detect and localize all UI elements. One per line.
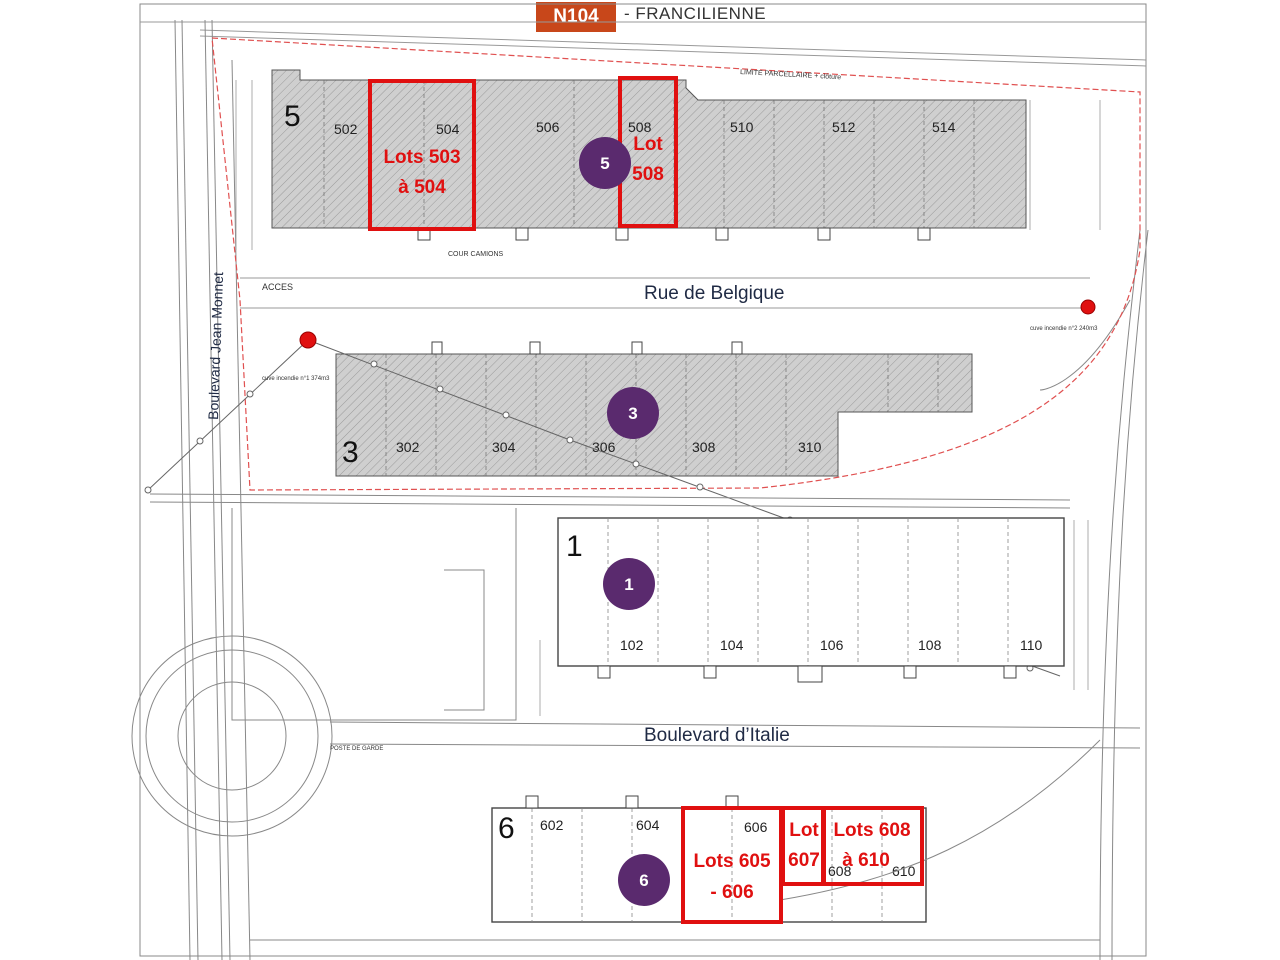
lot-label: 308 <box>692 439 716 455</box>
lot-label: 606 <box>744 819 768 835</box>
highlight-text-line2: à 504 <box>398 177 446 198</box>
lot-label: 306 <box>592 439 616 455</box>
lot-label: 610 <box>892 863 916 879</box>
dock-doors-building-6 <box>525 795 739 809</box>
poste-garde-label: POSTE DE GARDE <box>330 746 383 752</box>
building-1: 1 102 104 106 108 110 <box>557 517 1065 667</box>
marker-building-1[interactable]: 1 <box>603 558 655 610</box>
parking-rows <box>235 80 1101 716</box>
dock-doors-building-5 <box>417 227 931 241</box>
acces-label: ACCES <box>262 282 293 292</box>
lot-label: 504 <box>436 121 460 137</box>
lot-label: 502 <box>334 121 358 137</box>
plot-outline-1 <box>231 508 517 721</box>
lot-label: 104 <box>720 637 744 653</box>
highlight-text-line2: 607 <box>788 850 820 871</box>
cour-camions-label: COUR CAMIONS <box>448 251 504 258</box>
bd-italie-road <box>329 721 1141 749</box>
lot-label: 108 <box>918 637 942 653</box>
marker-building-3[interactable]: 3 <box>607 387 659 439</box>
lot-label: 602 <box>540 817 564 833</box>
bottom-road <box>250 739 1101 941</box>
fire-tank-2-label: cuve incendie n°2 240m3 <box>1030 326 1098 332</box>
marker-building-5[interactable]: 5 <box>579 137 631 189</box>
lot-label: 302 <box>396 439 420 455</box>
highlight-text-line1: Lots 605 <box>693 851 771 872</box>
building-number: 3 <box>342 436 359 469</box>
lot-label: 102 <box>620 637 644 653</box>
lot-label: 608 <box>828 863 852 879</box>
road-label-rue-de-belgique: Rue de Belgique <box>644 283 785 304</box>
plan-frame <box>139 3 1147 957</box>
highlight-text-line1: Lots 608 <box>833 820 910 841</box>
highlight-text-line1: Lot <box>633 134 663 155</box>
lot-label: 514 <box>932 119 956 135</box>
lot-label: 106 <box>820 637 844 653</box>
road-label-bd-italie: Boulevard d’Italie <box>644 725 790 746</box>
dock-doors-building-1 <box>597 665 1017 683</box>
east-road <box>1039 229 1149 960</box>
lot-label: 506 <box>536 119 560 135</box>
bd-jean-monnet-road <box>174 19 251 960</box>
building-5: 5 502 504 506 508 510 512 514 <box>271 69 1027 229</box>
francilienne-road <box>140 21 1147 67</box>
highlight-lots-503-504[interactable]: Lots 503 à 504 <box>368 79 476 231</box>
lot-label: 310 <box>798 439 822 455</box>
highlight-lots-608-610[interactable]: Lots 608 à 610 <box>822 806 924 886</box>
lot-label: 304 <box>492 439 516 455</box>
highlight-text-line1: Lots 503 <box>383 147 460 168</box>
building-number: 1 <box>566 530 583 563</box>
lot-label: 604 <box>636 817 660 833</box>
building-6: 6 602 604 606 608 610 <box>491 807 927 923</box>
dock-doors-building-3 <box>431 341 743 355</box>
lot-label: 508 <box>628 119 652 135</box>
internal-road <box>149 493 1071 509</box>
marker-label: 3 <box>628 404 637 423</box>
office-outline <box>444 569 485 711</box>
property-boundary <box>211 37 1141 491</box>
highlight-text-line2: 508 <box>632 164 664 185</box>
fire-tank-1 <box>299 331 317 349</box>
road-label-bd-jean-monnet: Boulevard Jean Monnet <box>205 272 226 420</box>
marker-label: 6 <box>639 871 648 890</box>
lot-label: 110 <box>1020 637 1043 653</box>
fire-tank-1-label: cuve incendie n°1 374m3 <box>262 376 330 382</box>
highlight-text-line2: - 606 <box>710 882 753 903</box>
roundabout <box>131 635 333 837</box>
marker-building-6[interactable]: 6 <box>618 854 670 906</box>
route-name: - FRANCILIENNE <box>624 4 767 23</box>
boundary-note: LIMITE PARCELLAIRE + clôture <box>740 69 842 81</box>
building-number: 6 <box>498 812 515 845</box>
fire-tank-2 <box>1080 299 1096 315</box>
rue-de-belgique-road <box>240 277 1090 309</box>
marker-label: 5 <box>600 154 609 173</box>
highlight-lot-607[interactable]: Lot 607 <box>781 806 825 886</box>
building-number: 5 <box>284 100 301 133</box>
highlight-text-line1: Lot <box>789 820 819 841</box>
lot-label: 510 <box>730 119 754 135</box>
marker-label: 1 <box>624 575 633 594</box>
highlight-text-line2: à 610 <box>842 850 890 871</box>
lot-label: 512 <box>832 119 856 135</box>
